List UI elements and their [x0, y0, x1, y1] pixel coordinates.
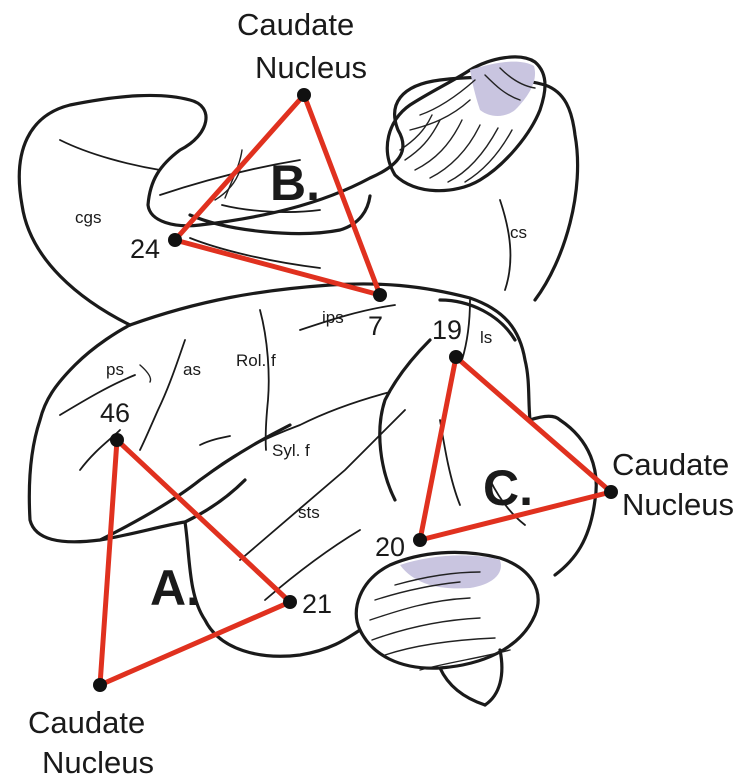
- node-19: [449, 350, 463, 364]
- area-7-label: 7: [368, 311, 383, 341]
- sts-label: sts: [298, 503, 320, 522]
- area-21-label: 21: [302, 589, 332, 619]
- arcuate-sulcus: [140, 340, 185, 450]
- a-46-21: [117, 440, 290, 602]
- ls-label: ls: [480, 328, 492, 347]
- central-sulcus-medial: [500, 200, 510, 290]
- syl-f-label: Syl. f: [272, 441, 310, 460]
- area-24-label: 24: [130, 234, 160, 264]
- node-21: [283, 595, 297, 609]
- circuit-c-label: C.: [483, 460, 533, 516]
- caudate-right-line1: Caudate: [612, 447, 729, 482]
- lunate-sulcus: [462, 300, 470, 360]
- node-caudate-bottom: [93, 678, 107, 692]
- area-20-label: 20: [375, 532, 405, 562]
- node-46: [110, 433, 124, 447]
- cs-label: cs: [510, 223, 527, 242]
- cerebellum-bottom: [356, 552, 538, 705]
- area-19-label: 19: [432, 315, 462, 345]
- circuit-a-label: A.: [150, 560, 200, 616]
- node-24: [168, 233, 182, 247]
- node-caudate-top: [297, 88, 311, 102]
- rol-f-label: Rol. f: [236, 351, 276, 370]
- node-20: [413, 533, 427, 547]
- as-label: as: [183, 360, 201, 379]
- b-24-7: [175, 240, 380, 295]
- node-7: [373, 288, 387, 302]
- node-caudate-right: [604, 485, 618, 499]
- area-46-label: 46: [100, 398, 130, 428]
- caudate-top-line2: Nucleus: [255, 50, 367, 85]
- ps-label: ps: [106, 360, 124, 379]
- a-46-caudate: [100, 440, 117, 685]
- caudate-bottom-line1: Caudate: [28, 705, 145, 740]
- cgs-label: cgs: [75, 208, 101, 227]
- ips-label: ips: [322, 308, 344, 327]
- c-19-20: [420, 357, 456, 540]
- caudate-top-line1: Caudate: [237, 7, 354, 42]
- caudate-right-line2: Nucleus: [622, 487, 734, 522]
- circuit-b-label: B.: [270, 155, 320, 211]
- caudate-bottom-line2: Nucleus: [42, 745, 154, 780]
- rolandic-fissure: [260, 310, 269, 450]
- c-19-caudate: [456, 357, 611, 492]
